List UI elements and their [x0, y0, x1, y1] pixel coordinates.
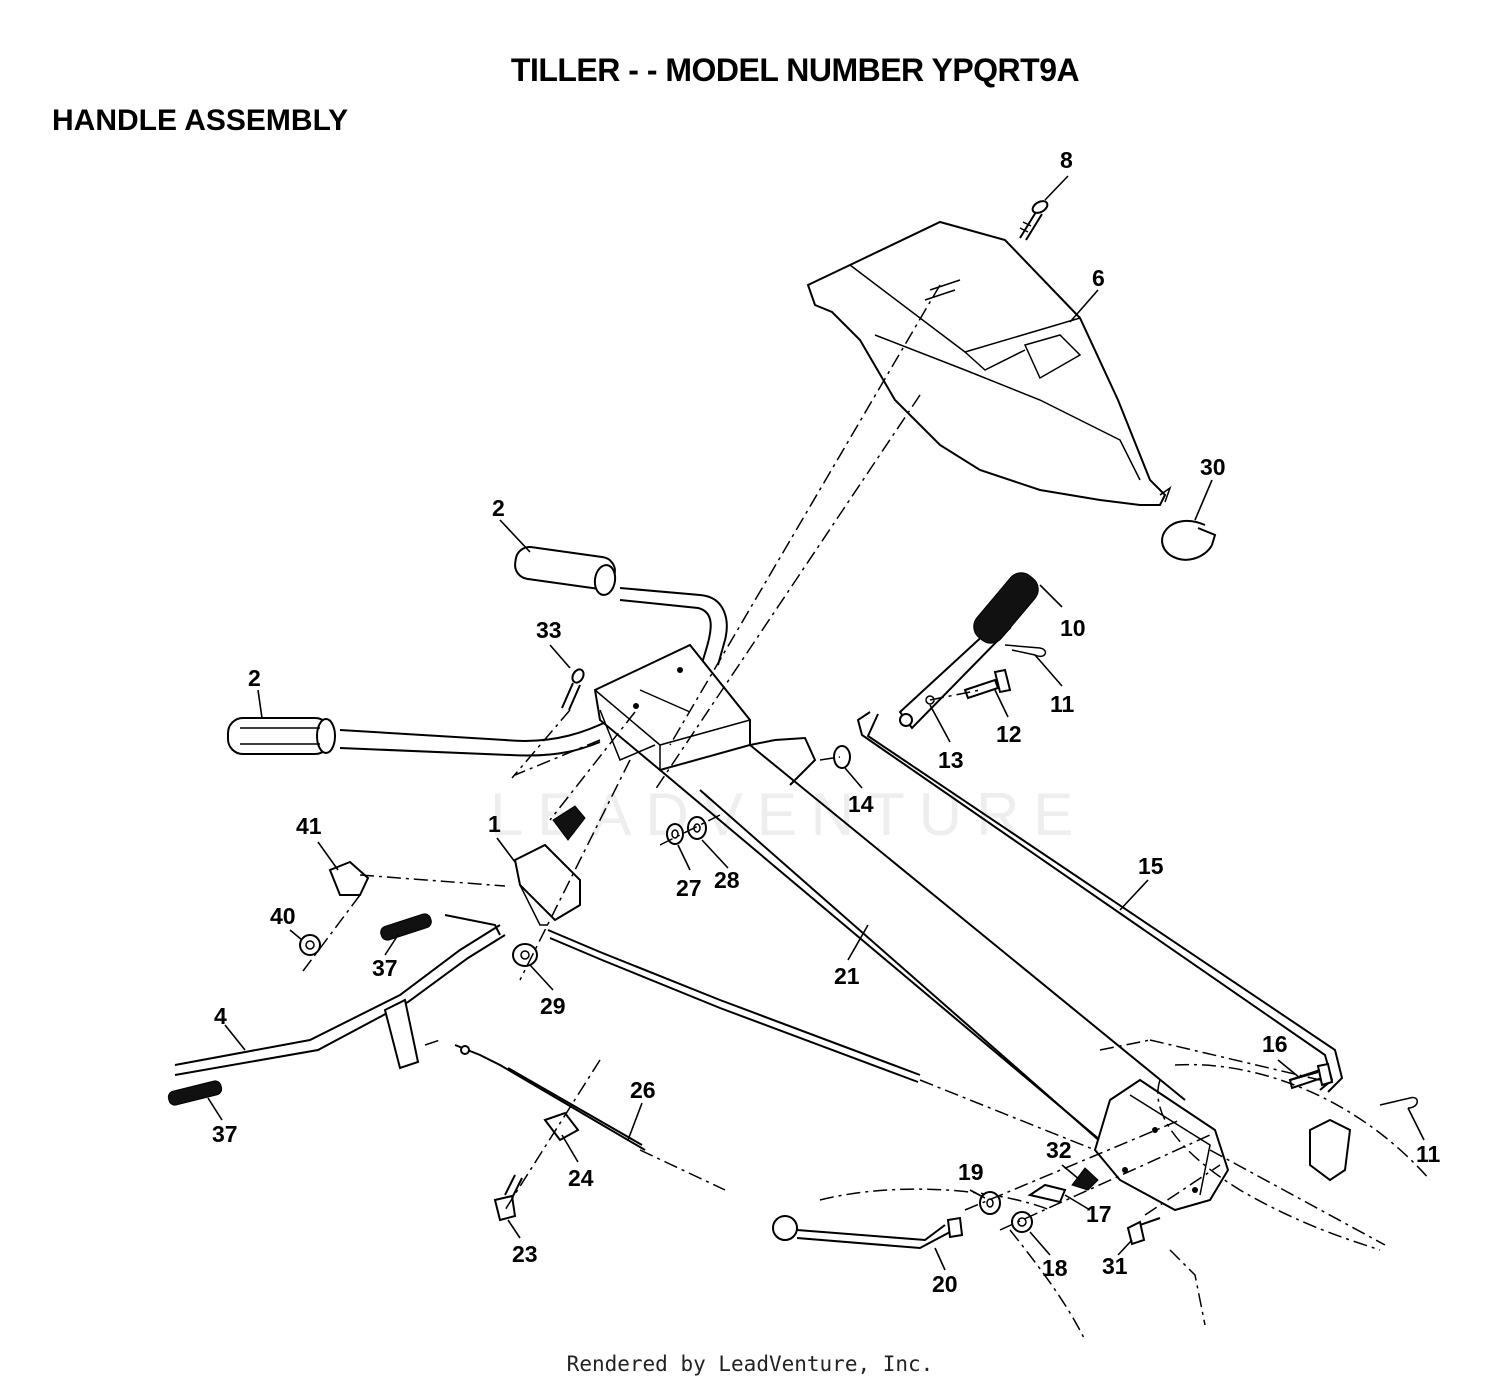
callout-leader-lines: [207, 175, 1425, 1271]
callout-8: 8: [1060, 147, 1073, 173]
callout-28: 28: [714, 867, 740, 893]
callout-2-lower: 2: [248, 665, 261, 691]
callout-21: 21: [834, 963, 860, 989]
cable-part-26: [454, 1044, 646, 1151]
transmission-outline: [819, 1039, 1431, 1341]
callout-33: 33: [536, 617, 562, 643]
hairpin-clip-part-11-upper: [1004, 644, 1047, 658]
callout-29: 29: [540, 993, 566, 1019]
callout-20: 20: [932, 1271, 958, 1297]
height-lever-part-20: [772, 1215, 964, 1250]
callout-30: 30: [1200, 454, 1226, 480]
screw-part-23: [493, 1174, 523, 1222]
throttle-cable: [547, 929, 921, 1083]
nut-part-40: [299, 934, 321, 956]
callout-37-lower: 37: [212, 1121, 238, 1147]
callout-14: 14: [848, 791, 874, 817]
control-bracket-part-1: [513, 805, 586, 926]
hairpin-clip-part-11-lower: [1379, 1096, 1418, 1109]
callout-10: 10: [1060, 615, 1086, 641]
grip-part-37-upper: [380, 913, 432, 941]
callout-31: 31: [1102, 1253, 1128, 1279]
callout-2-upper: 2: [492, 495, 505, 521]
callout-19: 19: [958, 1159, 984, 1185]
callout-4: 4: [214, 1003, 227, 1029]
callout-labels: 8 6 30 2 2 33 10 11 12 13 14 41 1 27 28 …: [212, 147, 1441, 1297]
section-subtitle: HANDLE ASSEMBLY: [52, 104, 349, 137]
nut-part-29: [512, 943, 538, 967]
assembly-centerlines: [299, 284, 1386, 1246]
bolt-part-16: [1289, 1062, 1334, 1087]
callout-23: 23: [512, 1241, 538, 1267]
washer-part-28: [687, 816, 707, 840]
callout-37-upper: 37: [372, 955, 398, 981]
screw-part-8: [1019, 200, 1049, 241]
grip-part-37-lower: [167, 1080, 223, 1106]
callout-13: 13: [938, 747, 964, 773]
callout-6: 6: [1092, 265, 1105, 291]
clamp-part-41: [328, 860, 370, 896]
spacer-part-17: [1027, 1183, 1067, 1204]
handlebar-tube: [339, 587, 728, 757]
callout-11-upper: 11: [1050, 691, 1075, 717]
callout-15: 15: [1138, 853, 1164, 879]
footer-credit: Rendered by LeadVenture, Inc.: [566, 1352, 934, 1376]
callout-27: 27: [676, 875, 702, 901]
callout-17: 17: [1086, 1201, 1112, 1227]
bolt-part-12: [963, 668, 1012, 700]
callout-16: 16: [1262, 1031, 1288, 1057]
callout-1: 1: [488, 811, 501, 837]
callout-11-lower: 11: [1416, 1141, 1441, 1167]
bolt-part-31: [1126, 1217, 1161, 1246]
lower-mounting-plate: [1093, 1078, 1230, 1212]
bolt-part-33: [561, 668, 585, 711]
handle-tube-part-21: [659, 736, 1186, 1151]
lever-grip-part-10: [973, 572, 1039, 644]
retaining-ring-part-30: [1161, 519, 1217, 561]
control-rod-part-4: [174, 914, 506, 1076]
page-title: TILLER - - MODEL NUMBER YPQRT9A: [510, 52, 1080, 88]
callout-41: 41: [296, 813, 322, 839]
knob-part-32: [1071, 1167, 1099, 1191]
grip-part-2-lower: [227, 717, 336, 755]
cable-clamp-part-24: [543, 1111, 580, 1142]
callout-26: 26: [630, 1077, 656, 1103]
grip-part-2-upper: [514, 546, 617, 596]
callout-32: 32: [1046, 1137, 1072, 1163]
callout-12: 12: [996, 721, 1022, 747]
nut-part-18: [1011, 1211, 1033, 1233]
handle-bracket: [593, 643, 751, 772]
console-cover-part-6: [806, 220, 1172, 506]
shift-bracket: [1288, 1068, 1352, 1182]
callout-40: 40: [270, 903, 296, 929]
spacer-part-14: [833, 745, 851, 769]
callout-24: 24: [568, 1165, 594, 1191]
callout-18: 18: [1042, 1255, 1068, 1281]
